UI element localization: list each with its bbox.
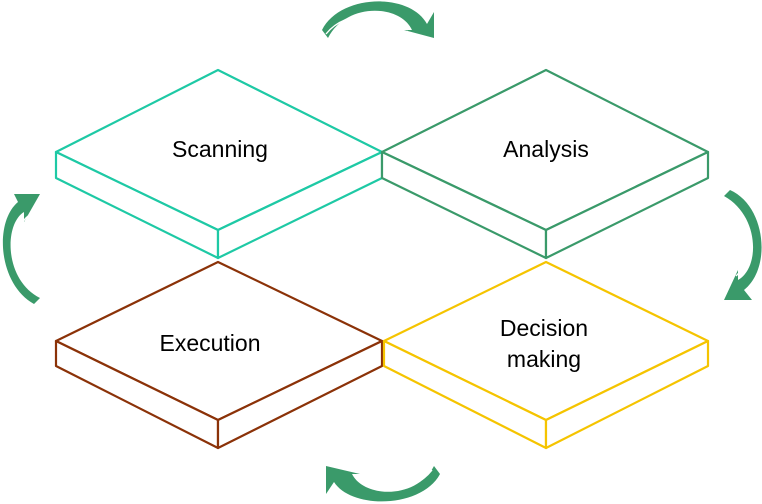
tile-analysis: Analysis	[380, 68, 710, 260]
tile-scanning-label: Scanning	[172, 136, 268, 162]
tile-analysis-label: Analysis	[503, 136, 589, 162]
tile-execution-label: Execution	[159, 330, 260, 356]
tile-decision-making: Decision making	[382, 260, 710, 450]
cycle-arrow-icon-top	[322, 1, 434, 38]
cycle-arrow-icon-left	[2, 194, 40, 304]
tile-decision-label-line1: Decision	[500, 315, 588, 341]
cycle-arrow-icon-right	[724, 190, 762, 300]
tile-scanning: Scanning	[54, 68, 384, 260]
cycle-arrow-icon-bottom	[326, 466, 440, 502]
tile-execution: Execution	[54, 260, 384, 450]
tile-decision-label-line2: making	[507, 346, 581, 372]
